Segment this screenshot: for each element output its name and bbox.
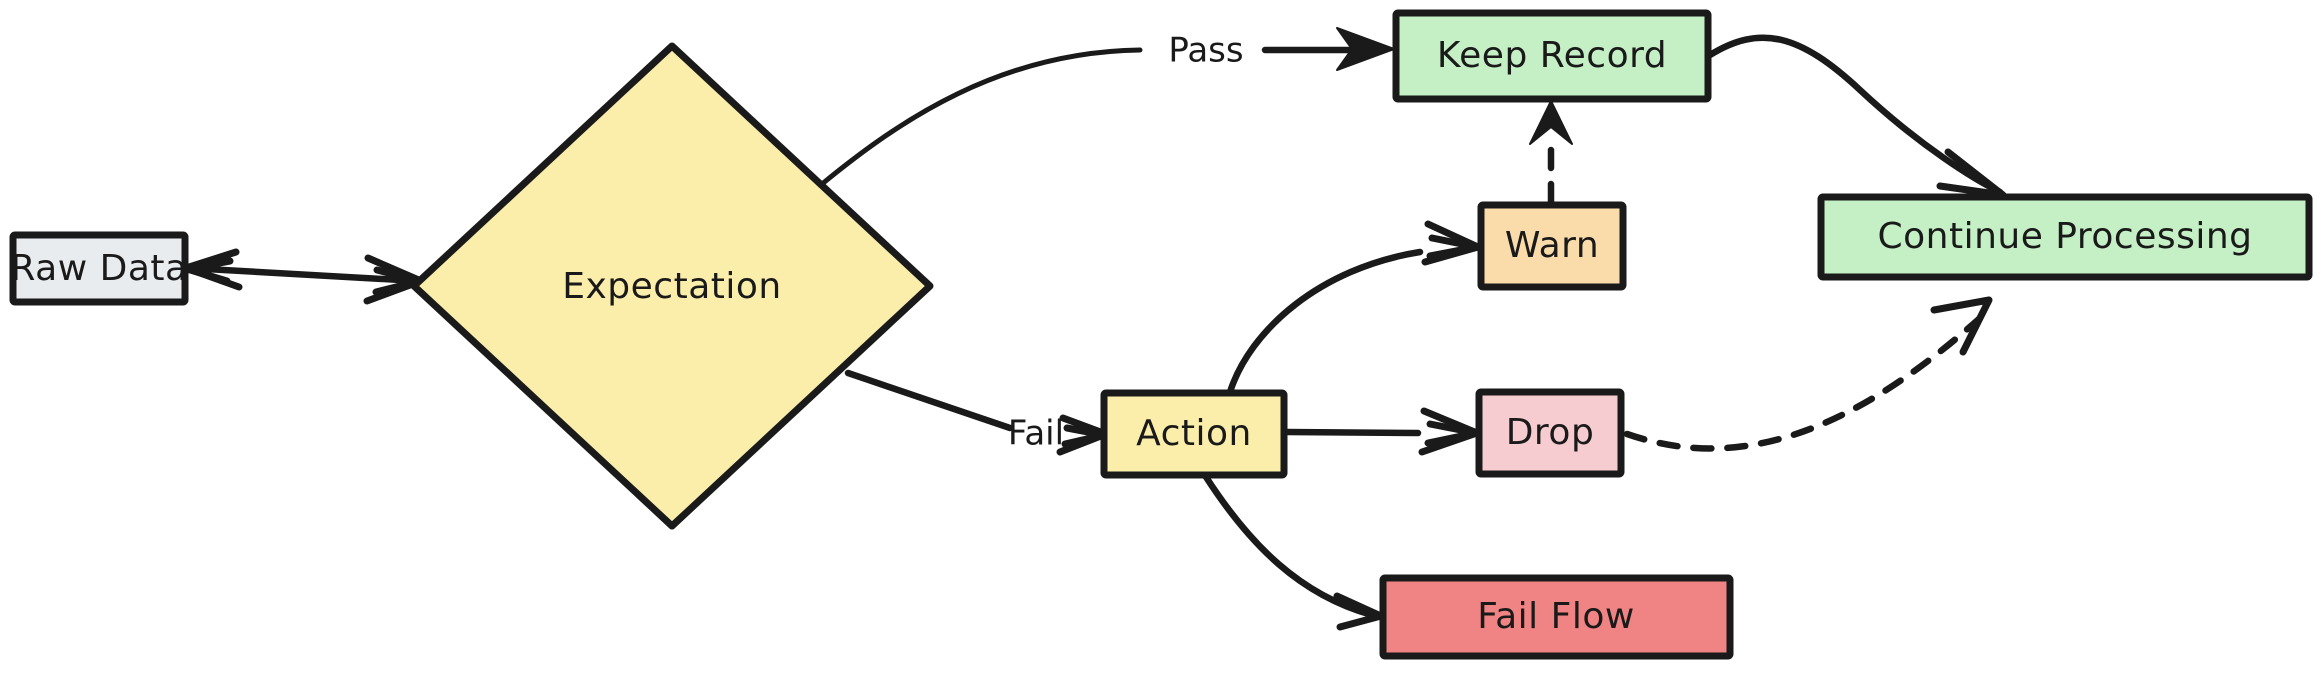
keep-record-box[interactable]	[1396, 13, 1708, 99]
node-fail-flow[interactable]: Fail Flow	[1383, 578, 1730, 656]
arrowhead-into-keep-record	[1336, 27, 1395, 71]
node-raw-data[interactable]: Raw Data	[10, 235, 187, 302]
edge-action-failflow-curve	[1202, 473, 1376, 619]
edge-keeprecord-continue[interactable]	[1706, 34, 2007, 199]
edge-drop-continue[interactable]	[1623, 296, 1993, 452]
node-keep-record[interactable]: Keep Record	[1396, 13, 1708, 99]
edge-expectation-pass[interactable]	[819, 27, 1395, 187]
edge-action-failflow[interactable]	[1202, 473, 1385, 631]
pass-label-hit	[1150, 22, 1262, 78]
node-drop[interactable]: Drop	[1479, 392, 1621, 474]
node-action[interactable]: Action	[1104, 393, 1284, 475]
arrowhead-into-keep-record-from-warn	[1529, 100, 1573, 145]
edge-drop-continue-dashed	[1623, 314, 1984, 452]
edge-action-warn[interactable]	[1226, 220, 1482, 396]
edge-action-drop[interactable]	[1283, 407, 1481, 456]
action-box[interactable]	[1104, 393, 1284, 475]
raw-data-box[interactable]	[13, 235, 185, 302]
drop-box[interactable]	[1479, 392, 1621, 474]
edge-action-warn-curve	[1226, 248, 1424, 396]
node-warn[interactable]: Warn	[1481, 205, 1623, 287]
arrowhead-into-warn-inner	[1426, 234, 1481, 260]
edge-action-drop-line	[1283, 428, 1422, 437]
fail-flow-box[interactable]	[1383, 578, 1730, 656]
edge-expectation-keeprecord-curve	[819, 47, 1143, 187]
arrowhead-into-continue-from-drop	[1930, 296, 1993, 356]
continue-processing-box[interactable]	[1821, 197, 2309, 277]
edge-keeprecord-continue-curve	[1706, 34, 2004, 196]
edge-label-fail: Fail	[990, 406, 1082, 462]
expectation-diamond[interactable]	[414, 46, 930, 526]
edge-warn-keeprecord[interactable]	[1529, 100, 1573, 206]
node-expectation[interactable]: Expectation	[414, 46, 930, 526]
edge-rawdata-expectation[interactable]	[182, 248, 425, 305]
edge-label-pass: Pass	[1150, 22, 1262, 78]
edge-expectation-action-line	[844, 369, 1014, 432]
fail-label-hit	[990, 406, 1082, 462]
node-continue-processing[interactable]: Continue Processing	[1821, 197, 2309, 277]
edge-rawdata-expectation-line	[184, 264, 422, 285]
warn-box[interactable]	[1481, 205, 1623, 287]
